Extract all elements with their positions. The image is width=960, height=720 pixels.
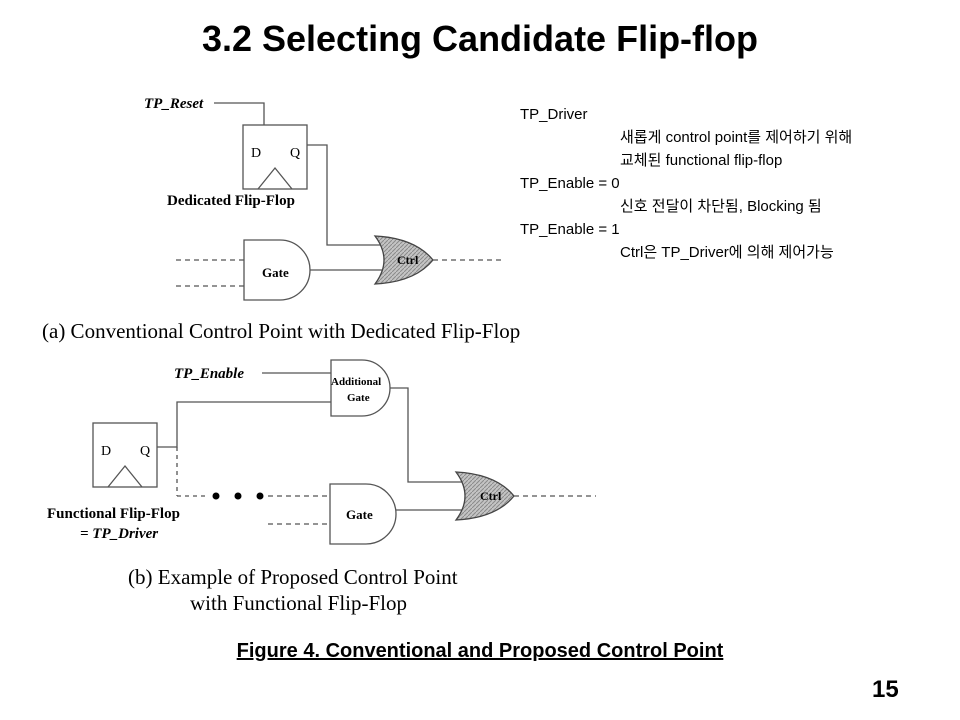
ff-b-clock-icon [107, 464, 143, 488]
ff-b-q-wire [157, 401, 331, 448]
note-line: Ctrl은 TP_Driver에 의해 제어가능 [620, 244, 834, 261]
note-line: TP_Enable = 1 [520, 221, 620, 238]
note-line: 교체된 functional flip-flop [620, 152, 783, 169]
ctrl-a-label: Ctrl [397, 253, 419, 267]
additional-gate-label-2: Gate [347, 392, 370, 404]
tp-reset-label: TP_Reset [144, 96, 204, 112]
gate-a [243, 239, 311, 301]
gate-a-label: Gate [262, 265, 289, 280]
caption-b-2: with Functional Flip-Flop [190, 591, 407, 615]
gate-b [329, 483, 397, 545]
tp-enable-label: TP_Enable [174, 366, 244, 382]
ellipsis-dot-1 [212, 492, 220, 500]
functional-ff-label-1: Functional Flip-Flop [47, 506, 180, 522]
ellipsis-dot-2 [234, 492, 242, 500]
additional-gate [330, 359, 391, 417]
dedicated-flip-flop [242, 124, 308, 190]
caption-b-1: (b) Example of Proposed Control Point [128, 565, 458, 589]
ff-a-q-label: Q [290, 146, 300, 161]
caption-a: (a) Conventional Control Point with Dedi… [42, 319, 520, 343]
additional-gate-out [390, 387, 467, 483]
ctrl-gate-a [373, 235, 434, 285]
ff-a-clock-icon [257, 166, 293, 190]
note-line: 신호 전달이 차단됨, Blocking 됨 [620, 198, 822, 215]
figure-caption: Figure 4. Conventional and Proposed Cont… [236, 640, 724, 662]
note-line: 새롭게 control point를 제어하기 위해 [620, 129, 853, 146]
ctrl-gate-b [454, 471, 515, 521]
note-line: TP_Driver [520, 106, 588, 123]
ff-a-d-label: D [251, 146, 261, 161]
slide-title: 3.2 Selecting Candidate Flip-flop [201, 18, 759, 59]
dedicated-ff-label: Dedicated Flip-Flop [167, 193, 295, 209]
ellipsis-dot-3 [256, 492, 264, 500]
gate-b-label: Gate [346, 507, 373, 522]
tp-reset-wire [214, 102, 265, 125]
ff-b-d-label: D [101, 444, 111, 459]
ff-a-q-wire [307, 144, 386, 246]
diagram-a: TP_Reset D Q Dedicated Flip-Flop Gate Ct… [42, 96, 520, 343]
page-number: 15 [872, 676, 899, 703]
notes-list: TP_Driver 새롭게 control point를 제어하기 위해 교체된… [520, 103, 852, 264]
diagram-b: TP_Enable Additional Gate D Q Functional… [47, 359, 596, 615]
ff-b-q-label: Q [140, 444, 150, 459]
additional-gate-label-1: Additional [331, 376, 381, 388]
ctrl-b-label: Ctrl [480, 489, 502, 503]
note-line: TP_Enable = 0 [520, 175, 620, 192]
functional-flip-flop [92, 422, 158, 488]
functional-ff-label-2: = TP_Driver [80, 526, 158, 542]
